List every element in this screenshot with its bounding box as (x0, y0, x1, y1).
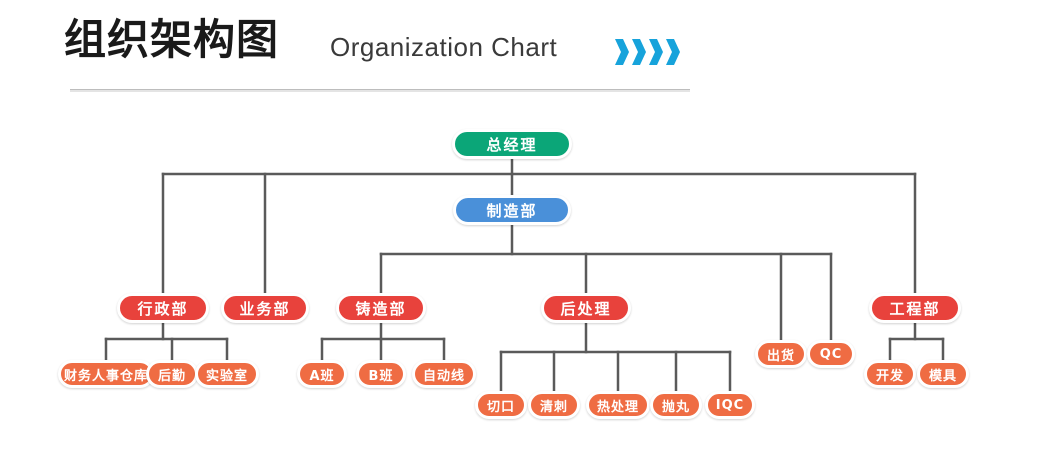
org-node-label: 实验室 (205, 368, 248, 384)
chevron-right-icon (666, 39, 680, 65)
page-title-english: Organization Chart (330, 32, 558, 62)
org-node-qc[interactable]: QC (807, 340, 855, 368)
org-node-label: B班 (368, 368, 394, 384)
org-node-admin[interactable]: 行政部 (117, 293, 209, 323)
org-node-label: 开发 (875, 368, 904, 384)
org-node-label: 清刺 (539, 399, 568, 415)
org-node-casting[interactable]: 铸造部 (336, 293, 426, 323)
page-header: 组织架构图 Organization Chart (0, 0, 1060, 100)
org-node-label: 财务人事仓库 (63, 368, 148, 384)
org-node-label: IQC (715, 397, 745, 413)
org-node-label: A班 (309, 368, 335, 384)
org-node-mold[interactable]: 模具 (917, 360, 969, 388)
org-node-lab[interactable]: 实验室 (195, 360, 259, 388)
org-node-label: 模具 (928, 368, 957, 384)
org-node-label: 切口 (486, 399, 515, 415)
org-node-shotblast[interactable]: 抛丸 (650, 391, 702, 419)
chevron-right-icon (632, 39, 646, 65)
org-node-autoline[interactable]: 自动线 (412, 360, 476, 388)
org-node-finance[interactable]: 财务人事仓库 (58, 360, 154, 388)
org-node-label: 工程部 (889, 299, 941, 318)
chevron-right-icon (649, 39, 663, 65)
org-node-shift-b[interactable]: B班 (356, 360, 406, 388)
org-node-post[interactable]: 后处理 (541, 293, 631, 323)
org-node-mfg[interactable]: 制造部 (453, 195, 571, 225)
org-node-label: 热处理 (596, 399, 639, 415)
org-node-dev[interactable]: 开发 (864, 360, 916, 388)
org-node-eng[interactable]: 工程部 (869, 293, 961, 323)
org-node-label: 出货 (766, 348, 795, 364)
org-node-logistics[interactable]: 后勤 (146, 360, 198, 388)
page-title-chinese: 组织架构图 (64, 15, 280, 64)
org-node-iqc[interactable]: IQC (705, 391, 755, 419)
org-node-label: 后处理 (560, 299, 612, 318)
org-node-label: 自动线 (422, 368, 465, 384)
org-node-cut[interactable]: 切口 (475, 391, 527, 419)
org-node-deburr[interactable]: 清刺 (528, 391, 580, 419)
chevron-arrow-group (614, 39, 681, 65)
org-node-shipping[interactable]: 出货 (755, 340, 807, 368)
org-node-label: 铸造部 (355, 299, 407, 318)
chevron-right-icon (615, 39, 629, 65)
org-node-business[interactable]: 业务部 (221, 293, 309, 323)
org-node-shift-a[interactable]: A班 (297, 360, 347, 388)
header-divider (70, 89, 690, 92)
org-node-label: 后勤 (157, 368, 186, 384)
org-node-label: 业务部 (239, 299, 291, 318)
org-node-label: 总经理 (486, 135, 538, 154)
org-node-label: 制造部 (486, 201, 538, 220)
org-node-ceo[interactable]: 总经理 (452, 129, 572, 159)
org-node-label: 行政部 (137, 299, 189, 318)
org-node-label: QC (819, 346, 843, 362)
org-node-heat[interactable]: 热处理 (586, 391, 650, 419)
org-node-label: 抛丸 (661, 399, 690, 415)
